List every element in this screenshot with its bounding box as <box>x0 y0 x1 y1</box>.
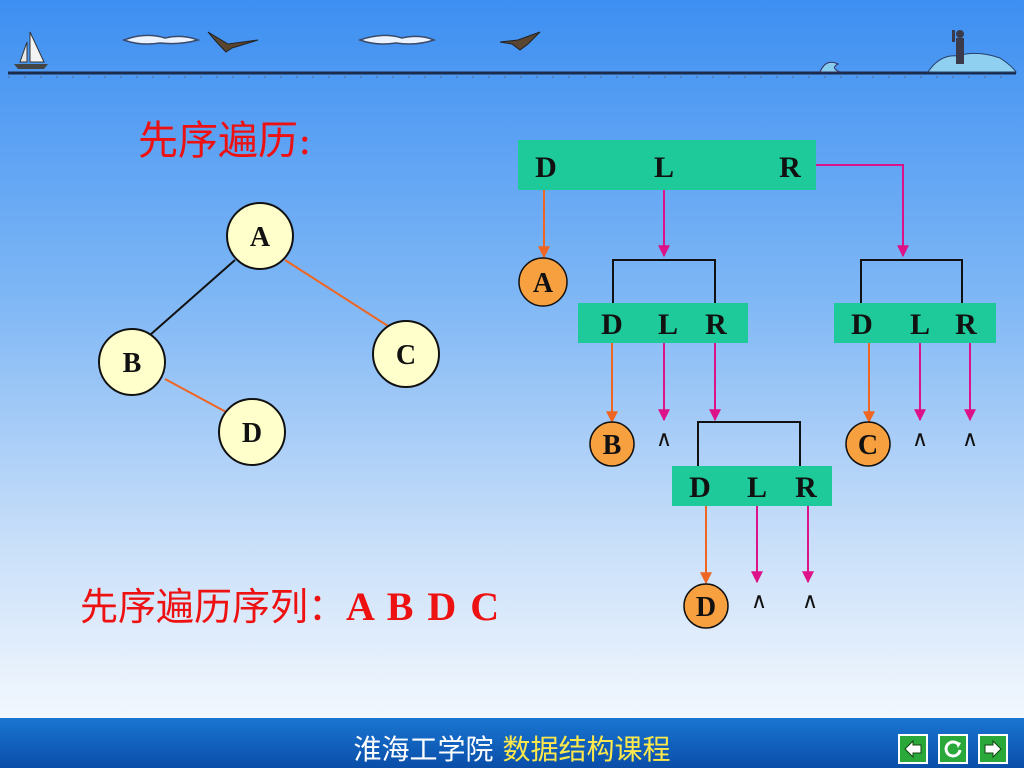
null-marker: ∧ <box>802 589 818 614</box>
cloud-icon <box>357 34 437 45</box>
dlr-right-d: D <box>851 308 873 341</box>
edge-a-c <box>284 259 389 327</box>
visit-node-b <box>589 421 635 467</box>
tree-node-a <box>226 202 294 270</box>
edge-b-d <box>164 378 229 414</box>
dlr-d-d: D <box>689 471 711 504</box>
arrow-right-icon <box>984 739 1002 759</box>
tree-node-b-label: B <box>123 348 142 379</box>
dlr-box-right <box>834 303 996 343</box>
null-marker: ∧ <box>751 589 767 614</box>
dlr-root-d: D <box>535 151 557 184</box>
cloud-icon <box>121 34 201 45</box>
footer-caption: 淮海工学院 数据结构课程 <box>0 728 1024 768</box>
slide-title: 先序遍历: <box>138 118 312 164</box>
visit-node-a-label: A <box>533 268 554 299</box>
dlr-box-d <box>672 466 832 506</box>
tree-node-b <box>98 328 166 396</box>
edge-a-b <box>149 259 236 336</box>
sailboat-icon <box>14 31 48 69</box>
tree-node-d-label: D <box>242 418 262 449</box>
dlr-left-l: L <box>658 308 678 341</box>
footer-course: 数据结构课程 <box>502 733 671 766</box>
prev-slide-button[interactable] <box>898 734 928 764</box>
dlr-box-root <box>518 140 816 190</box>
traversal-diagram: D L R A D L R B ∧ D L R <box>518 140 996 629</box>
tree-node-d <box>218 398 286 466</box>
sequence-value: A B D C <box>346 584 502 629</box>
sequence-label: 先序遍历序列： <box>80 585 347 629</box>
dlr-right-r: R <box>955 308 977 341</box>
null-marker: ∧ <box>656 427 672 452</box>
wave-icon <box>819 61 841 73</box>
dlr-d-l: L <box>747 471 767 504</box>
diagram-canvas: A B C D D L R A D L R <box>8 30 1017 629</box>
null-marker: ∧ <box>962 427 978 452</box>
bracket-left-subtree <box>612 259 716 303</box>
dlr-right-l: L <box>910 308 930 341</box>
binary-tree: A B C D <box>98 202 440 466</box>
arrow-left-icon <box>904 739 922 759</box>
visit-node-d-label: D <box>696 592 716 623</box>
bracket-right-subtree <box>860 259 963 303</box>
arrow-root-right <box>816 164 909 258</box>
statue-icon <box>927 30 1017 73</box>
preorder-sequence: 先序遍历序列：A B D C <box>80 576 501 631</box>
bird-icon <box>499 31 541 51</box>
tree-node-c-label: C <box>396 340 416 371</box>
replay-icon <box>944 740 962 758</box>
null-marker: ∧ <box>912 427 928 452</box>
visit-node-c <box>845 421 891 467</box>
dlr-root-r: R <box>779 151 801 184</box>
visit-node-b-label: B <box>603 430 622 461</box>
dlr-d-r: R <box>795 471 817 504</box>
dlr-box-left <box>578 303 748 343</box>
tree-node-a-label: A <box>250 222 271 253</box>
visit-node-c-label: C <box>858 430 878 461</box>
dlr-left-d: D <box>601 308 623 341</box>
header-decoration <box>8 30 1017 78</box>
replay-button[interactable] <box>938 734 968 764</box>
footer-bar: 淮海工学院 数据结构课程 <box>0 718 1024 768</box>
bird-icon <box>207 31 259 53</box>
visit-node-d <box>683 583 729 629</box>
dlr-left-r: R <box>705 308 727 341</box>
visit-node-a <box>518 257 568 307</box>
bracket-d-subtree <box>697 421 801 466</box>
footer-school: 淮海工学院 <box>353 733 494 766</box>
dlr-root-l: L <box>654 151 674 184</box>
tree-node-c <box>372 320 440 388</box>
next-slide-button[interactable] <box>978 734 1008 764</box>
